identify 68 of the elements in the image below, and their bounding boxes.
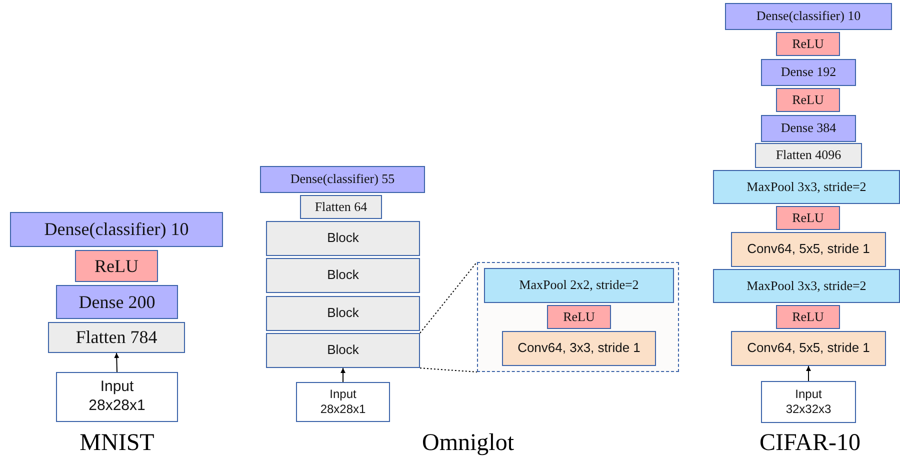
maxpool-layer-box (713, 170, 900, 204)
block-box (266, 258, 420, 293)
dataset-caption: MNIST (80, 431, 154, 455)
arrow (114, 352, 120, 372)
layer-label: Conv64, 3x3, stride 1 (518, 340, 640, 357)
conv-layer-box (731, 331, 886, 366)
conv-layer-box (731, 232, 886, 267)
block-box (266, 296, 420, 331)
layer-label: Dense(classifier) 10 (44, 218, 189, 241)
layer-label: Block (327, 342, 359, 359)
layer-label: MaxPool 3x3, stride=2 (746, 178, 866, 196)
arrow (340, 368, 346, 382)
layer-label: Flatten 784 (76, 326, 158, 349)
dense-layer-box (260, 166, 425, 193)
dataset-caption: CIFAR-10 (760, 431, 860, 455)
maxpool-layer-box (713, 269, 900, 303)
layer-label: ReLU (792, 210, 824, 226)
maxpool-layer-box (484, 268, 674, 303)
flatten-layer-box (300, 195, 382, 219)
layer-label: Block (327, 305, 359, 322)
dense-layer-box (725, 3, 892, 30)
relu-layer-box (776, 206, 840, 230)
layer-label: 28x28x1 (320, 402, 366, 417)
layer-label: 28x28x1 (88, 397, 146, 416)
layer-label: Dense 192 (780, 64, 836, 81)
flatten-layer-box (755, 143, 862, 168)
arrow (806, 366, 811, 382)
layer-label: Input (795, 387, 822, 402)
dense-layer-box (56, 285, 178, 319)
leader-line (420, 368, 478, 372)
zoom-panel (477, 262, 679, 372)
conv-layer-box (502, 331, 656, 366)
layer-label: ReLU (792, 36, 824, 52)
layer-label: Conv64, 5x5, stride 1 (747, 241, 870, 258)
layer-label: ReLU (792, 308, 824, 326)
dense-layer-box (761, 115, 856, 142)
block-box (266, 221, 420, 256)
layer-label: Dense(classifier) 10 (756, 8, 861, 25)
dense-layer-box (10, 212, 223, 247)
layer-label: MaxPool 3x3, stride=2 (746, 278, 866, 294)
layer-label: Dense 384 (780, 120, 836, 137)
relu-layer-box (776, 32, 840, 56)
leader-line (420, 262, 478, 334)
layer-label: Conv64, 5x5, stride 1 (747, 340, 870, 357)
dense-layer-box (761, 59, 856, 86)
layer-label: Input (100, 378, 134, 397)
flatten-layer-box (48, 322, 185, 353)
layer-label: ReLU (563, 308, 595, 326)
relu-layer-box (776, 88, 840, 112)
input-box (56, 372, 178, 422)
input-box (296, 382, 390, 422)
relu-layer-box (75, 250, 158, 282)
relu-layer-box (547, 305, 611, 329)
layer-label: 32x32x3 (786, 402, 832, 417)
layer-label: Block (327, 267, 359, 284)
dataset-caption: Omniglot (422, 431, 514, 455)
layer-label: Flatten 64 (314, 198, 368, 216)
layer-label: Input (330, 387, 356, 402)
block-box (266, 333, 420, 368)
layer-label: Flatten 4096 (776, 147, 842, 164)
layer-label: ReLU (792, 92, 824, 108)
relu-layer-box (776, 305, 840, 329)
layer-label: Dense 200 (78, 290, 156, 314)
input-box (761, 381, 856, 423)
layer-label: Block (327, 230, 359, 247)
layer-label: MaxPool 2x2, stride=2 (519, 277, 639, 294)
layer-label: Dense(classifier) 55 (290, 171, 395, 188)
layer-label: ReLU (94, 254, 138, 278)
